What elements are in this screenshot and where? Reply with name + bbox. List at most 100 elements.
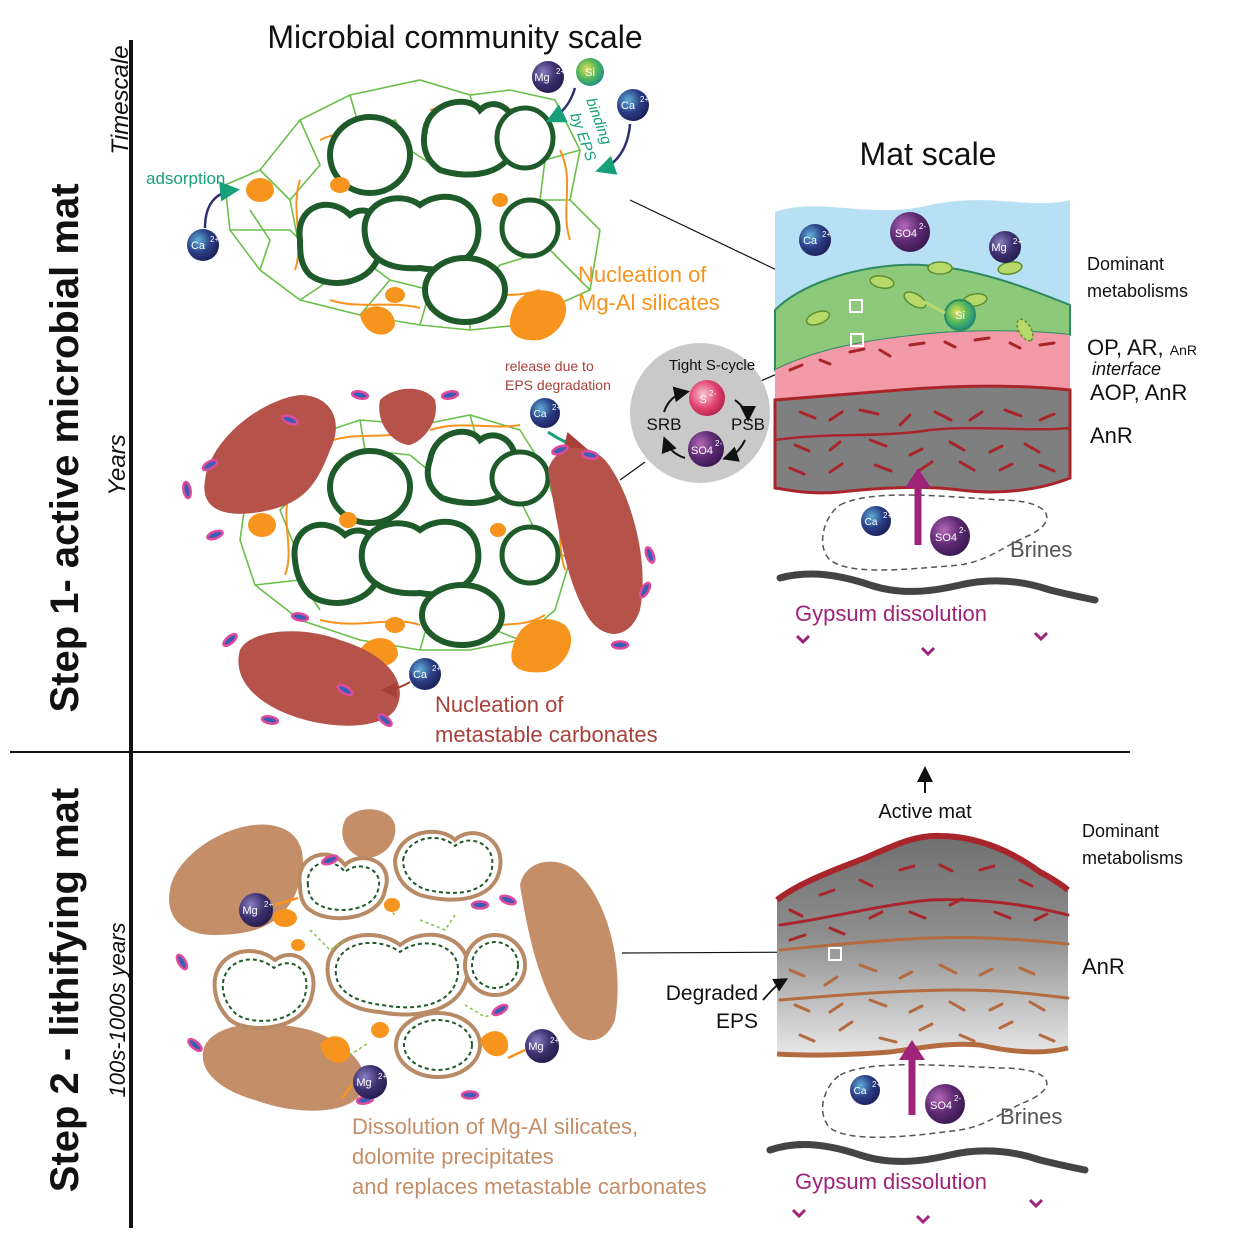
svg-text:2+: 2+ (1013, 237, 1022, 246)
layer-aop-label: AOP, AnR (1090, 380, 1187, 405)
degraded-eps-arrow (762, 978, 789, 1001)
dolomite-blob (342, 809, 396, 859)
silicate-blob (492, 193, 508, 207)
step1-lower-cluster (182, 388, 656, 728)
gypsum-label-2: Gypsum dissolution (795, 1169, 987, 1194)
step2-cluster (169, 809, 618, 1111)
svg-text:Mg: Mg (991, 242, 1006, 254)
s-cycle: Tight S-cycle S 2- SO4 2- SRB PSB (630, 343, 770, 483)
silicate-blob (273, 909, 297, 927)
svg-text:2+: 2+ (264, 900, 273, 909)
eps-fibres (284, 424, 566, 631)
cell (494, 105, 556, 171)
red-interface-line (774, 426, 1071, 442)
adsorption-label: adsorption (146, 169, 225, 188)
so4-ion-brines1: SO4 2- (930, 516, 970, 556)
nucleation-carbonates-line1: Nucleation of (435, 692, 564, 717)
degraded-label-1: Degraded (666, 982, 758, 1005)
ca-lower-arrow (381, 681, 411, 698)
mg-ion-step2-b: Mg 2+ (525, 1029, 559, 1063)
svg-text:Mg: Mg (242, 905, 257, 917)
dissolution-line2: dolomite precipitates (352, 1144, 554, 1169)
svg-text:Ca: Ca (854, 1086, 867, 1097)
dominant-label-2b: metabolisms (1082, 848, 1183, 868)
interface-label: interface (1092, 359, 1161, 379)
silicate-blob (291, 939, 305, 951)
years-long-label: 100s-1000s years (105, 923, 130, 1098)
svg-text:2+: 2+ (640, 95, 649, 104)
step1-top-cluster (224, 79, 601, 341)
gray-layer (773, 384, 1072, 495)
silicate-blob (246, 178, 274, 202)
svg-text:Ca: Ca (413, 669, 428, 681)
cell (499, 524, 561, 586)
dolomitized-cells (212, 829, 527, 1079)
mat-scale-heading: Mat scale (860, 136, 997, 172)
cycle-arrow (661, 436, 686, 459)
connector-line-scycle (619, 461, 646, 481)
upward-arrow-head-2 (899, 1040, 925, 1060)
silicate-blob (511, 618, 572, 673)
layer-op-label: OP, AR, AnR (1087, 335, 1197, 360)
mg-ion-mat: Mg 2+ (989, 231, 1022, 263)
layer-anr-label-1: AnR (1090, 423, 1133, 448)
si-ion-mat: Si (944, 299, 976, 331)
svg-text:2+: 2+ (556, 67, 565, 76)
silicate-blob (371, 1022, 389, 1038)
svg-text:2+: 2+ (552, 403, 561, 412)
svg-text:2-: 2- (919, 222, 926, 231)
ca-ion-lower: Ca 2+ (409, 658, 441, 690)
cell (419, 582, 505, 648)
svg-text:SO4: SO4 (930, 1100, 952, 1112)
active-mat-label: Active mat (878, 801, 972, 823)
chevron-down-icon (791, 1208, 807, 1219)
step1-mat: Ca 2+ SO4 2- Mg 2+ Si (773, 200, 1072, 495)
cycle-arrow (734, 399, 756, 422)
svg-text:SO4: SO4 (895, 228, 917, 240)
sulfate-ion: SO4 2- (688, 431, 724, 467)
dissolution-line1: Dissolution of Mg-Al silicates, (352, 1114, 638, 1139)
nucleation-silicates-line1: Nucleation of (578, 262, 707, 287)
cell (422, 255, 508, 325)
mat-base-brown (776, 1041, 1069, 1058)
ca-ion-brines2: Ca 2+ (850, 1075, 881, 1105)
dissolution-line3: and replaces metastable carbonates (352, 1174, 707, 1199)
silicate-blob (509, 290, 567, 341)
carbonate-blob (238, 631, 400, 726)
nucleation-carbonates-line2: metastable carbonates (435, 722, 658, 747)
svg-text:Ca: Ca (865, 517, 878, 528)
si-ion-top: Si (576, 58, 604, 86)
svg-text:2+: 2+ (378, 1072, 387, 1081)
svg-text:2-: 2- (715, 439, 722, 448)
ca-ion-release: Ca 2+ (530, 398, 561, 428)
brines-label-1: Brines (1010, 537, 1072, 562)
release-line2: EPS degradation (505, 377, 611, 393)
silicate-blob (360, 306, 395, 335)
binding-arrow-2 (595, 123, 632, 175)
dominant-label-1a: Dominant (1087, 254, 1164, 274)
svg-text:Ca: Ca (803, 235, 818, 247)
svg-text:2+: 2+ (872, 1080, 881, 1089)
chevron-down-icon (1028, 1198, 1044, 1209)
nucleation-silicates-line2: Mg-Al silicates (578, 290, 720, 315)
chevron-down-icon (795, 634, 811, 645)
chevron-down-icon (920, 646, 936, 657)
svg-text:Mg: Mg (528, 1041, 543, 1053)
timescale-label: Timescale (107, 45, 134, 154)
cycle-arrow (722, 439, 746, 462)
brown-streaks-step2 (778, 935, 1070, 1044)
dominant-label-2a: Dominant (1082, 821, 1159, 841)
dominant-label-1b: metabolisms (1087, 281, 1188, 301)
ca-ion-brines1: Ca 2+ (861, 506, 892, 536)
layer-anr-label-2: AnR (1082, 954, 1125, 979)
red-streaks-step2 (778, 863, 1070, 942)
release-line1: release due to (505, 358, 594, 374)
cycle-arrow (663, 386, 690, 413)
sulfide-ion: S 2- (689, 380, 725, 416)
zoom-box-2 (850, 333, 864, 347)
svg-text:Si: Si (955, 310, 965, 322)
degraded-label-2: EPS (716, 1010, 758, 1033)
chevron-down-icon (1033, 631, 1049, 642)
silicate-blob (385, 287, 405, 303)
svg-text:2-: 2- (959, 526, 966, 535)
